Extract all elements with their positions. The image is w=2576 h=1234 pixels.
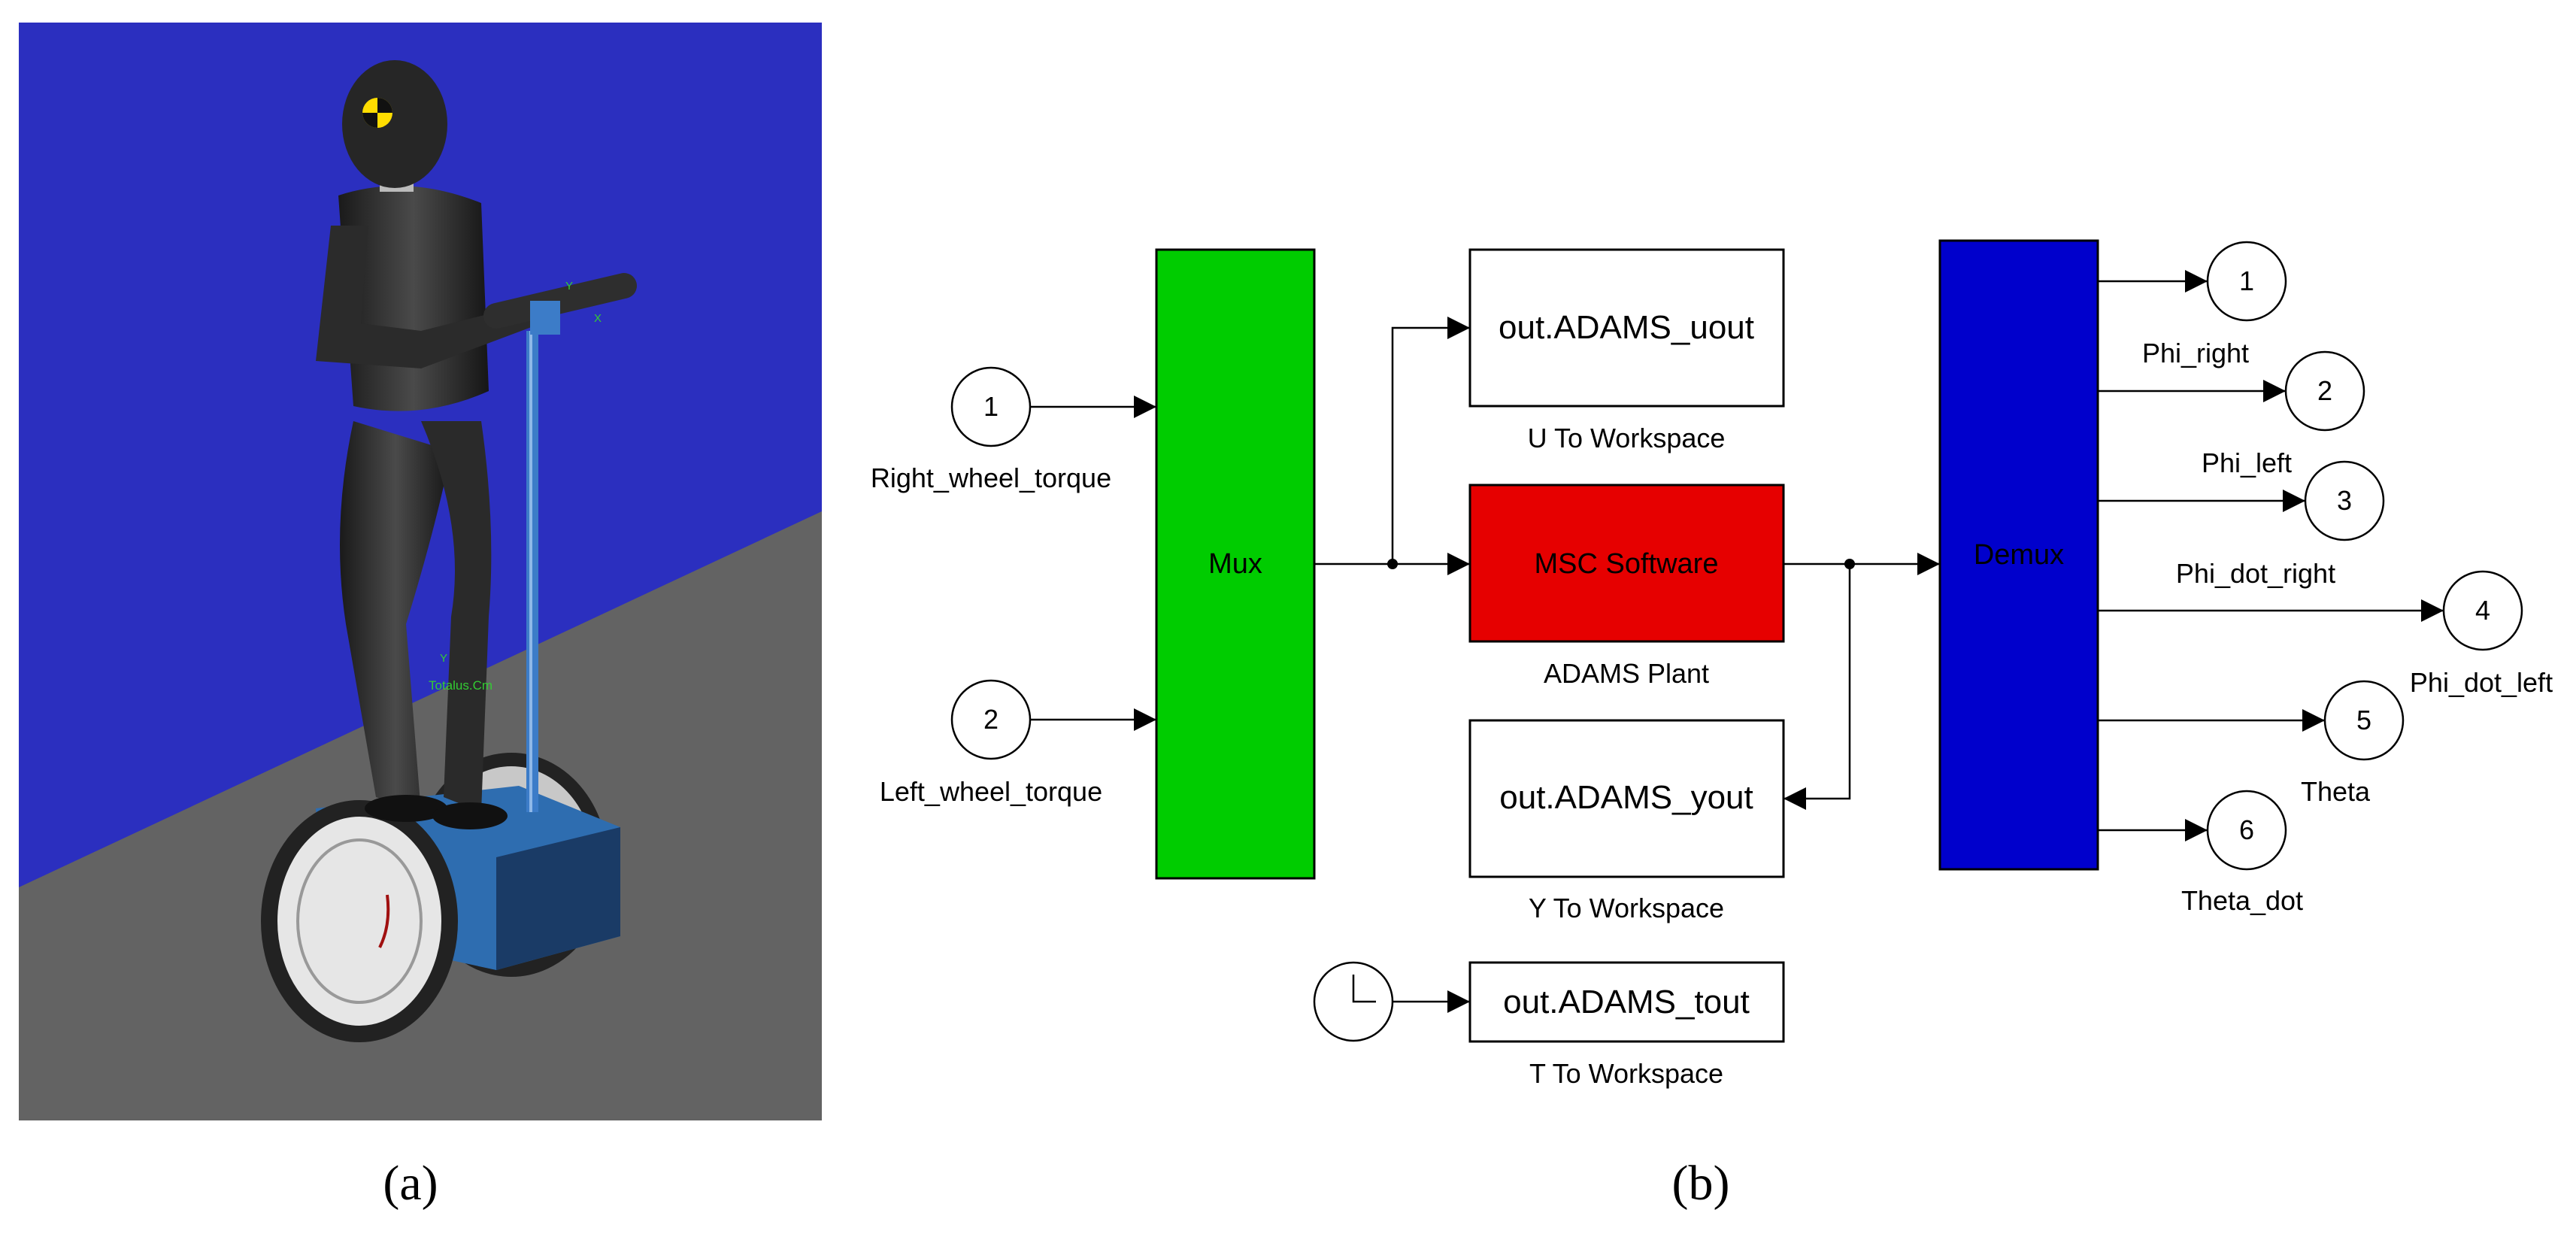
signal-lines [1030, 270, 2444, 1013]
outport-3-number: 3 [2337, 485, 2352, 516]
panel-a: Totalus.Cm Y Y X [19, 23, 822, 1120]
mux-block[interactable] [1155, 248, 1316, 880]
outport-1[interactable] [2206, 241, 2287, 322]
outport-2[interactable] [2284, 350, 2365, 432]
inport-2-number: 2 [983, 704, 999, 735]
demux-block[interactable] [1938, 239, 2099, 871]
outport-5-label: Theta [2301, 776, 2371, 807]
outport-1-label: Phi_right [2142, 338, 2249, 368]
outport-6-label: Theta_dot [2181, 885, 2303, 916]
u-to-workspace-text: out.ADAMS_uout [1499, 309, 1754, 346]
t-to-workspace-caption: T To Workspace [1529, 1058, 1723, 1089]
demux-label: Demux [1974, 539, 2064, 571]
adams-plant-caption: ADAMS Plant [1544, 658, 1709, 689]
outport-2-label: Phi_left [2202, 447, 2292, 478]
outport-4[interactable] [2442, 570, 2523, 651]
outport-6[interactable] [2206, 790, 2287, 871]
panel-b: 1 Right_wheel_torque 2 Left_wheel_torque… [871, 239, 2553, 1089]
handle-axis-x-label: X [594, 312, 602, 325]
cg-marker-label: Totalus.Cm [429, 678, 492, 693]
outport-5[interactable] [2323, 680, 2405, 761]
outport-3-label: Phi_dot_right [2176, 558, 2335, 589]
rider-legs [340, 421, 451, 812]
cg-axis-y-label: Y [440, 652, 447, 665]
y-to-workspace-text: out.ADAMS_yout [1499, 779, 1753, 816]
y-to-workspace-block[interactable] [1468, 719, 1785, 878]
t-to-workspace-block[interactable] [1468, 961, 1785, 1043]
outport-3[interactable] [2304, 460, 2385, 541]
mux-label: Mux [1208, 548, 1262, 580]
panel-b-caption: (b) [1672, 1156, 1730, 1211]
handle-axis-y-label: Y [565, 280, 573, 293]
adams-plant-text: MSC Software [1535, 548, 1719, 580]
outport-4-number: 4 [2475, 595, 2490, 626]
outport-6-number: 6 [2239, 814, 2254, 845]
inport-2-label: Left_wheel_torque [880, 776, 1102, 807]
panel-a-caption: (a) [383, 1156, 438, 1211]
branch-point-plant [1844, 559, 1855, 569]
y-to-workspace-caption: Y To Workspace [1529, 893, 1724, 923]
u-to-workspace-block[interactable] [1468, 248, 1785, 408]
outport-1-number: 1 [2239, 265, 2254, 296]
inport-1-label: Right_wheel_torque [871, 462, 1111, 493]
u-to-workspace-caption: U To Workspace [1528, 423, 1726, 453]
inport-1-number: 1 [983, 391, 999, 422]
outport-2-number: 2 [2317, 375, 2332, 406]
segway-rider-illustration: Totalus.Cm Y Y X [261, 60, 637, 1042]
t-to-workspace-text: out.ADAMS_tout [1503, 984, 1750, 1020]
rider-arms [316, 226, 541, 368]
adams-plant-block[interactable] [1468, 484, 1785, 643]
outport-4-label: Phi_dot_left [2410, 667, 2553, 698]
outport-5-number: 5 [2356, 705, 2371, 735]
branch-point-mux [1387, 559, 1398, 569]
rider-head [342, 60, 447, 188]
